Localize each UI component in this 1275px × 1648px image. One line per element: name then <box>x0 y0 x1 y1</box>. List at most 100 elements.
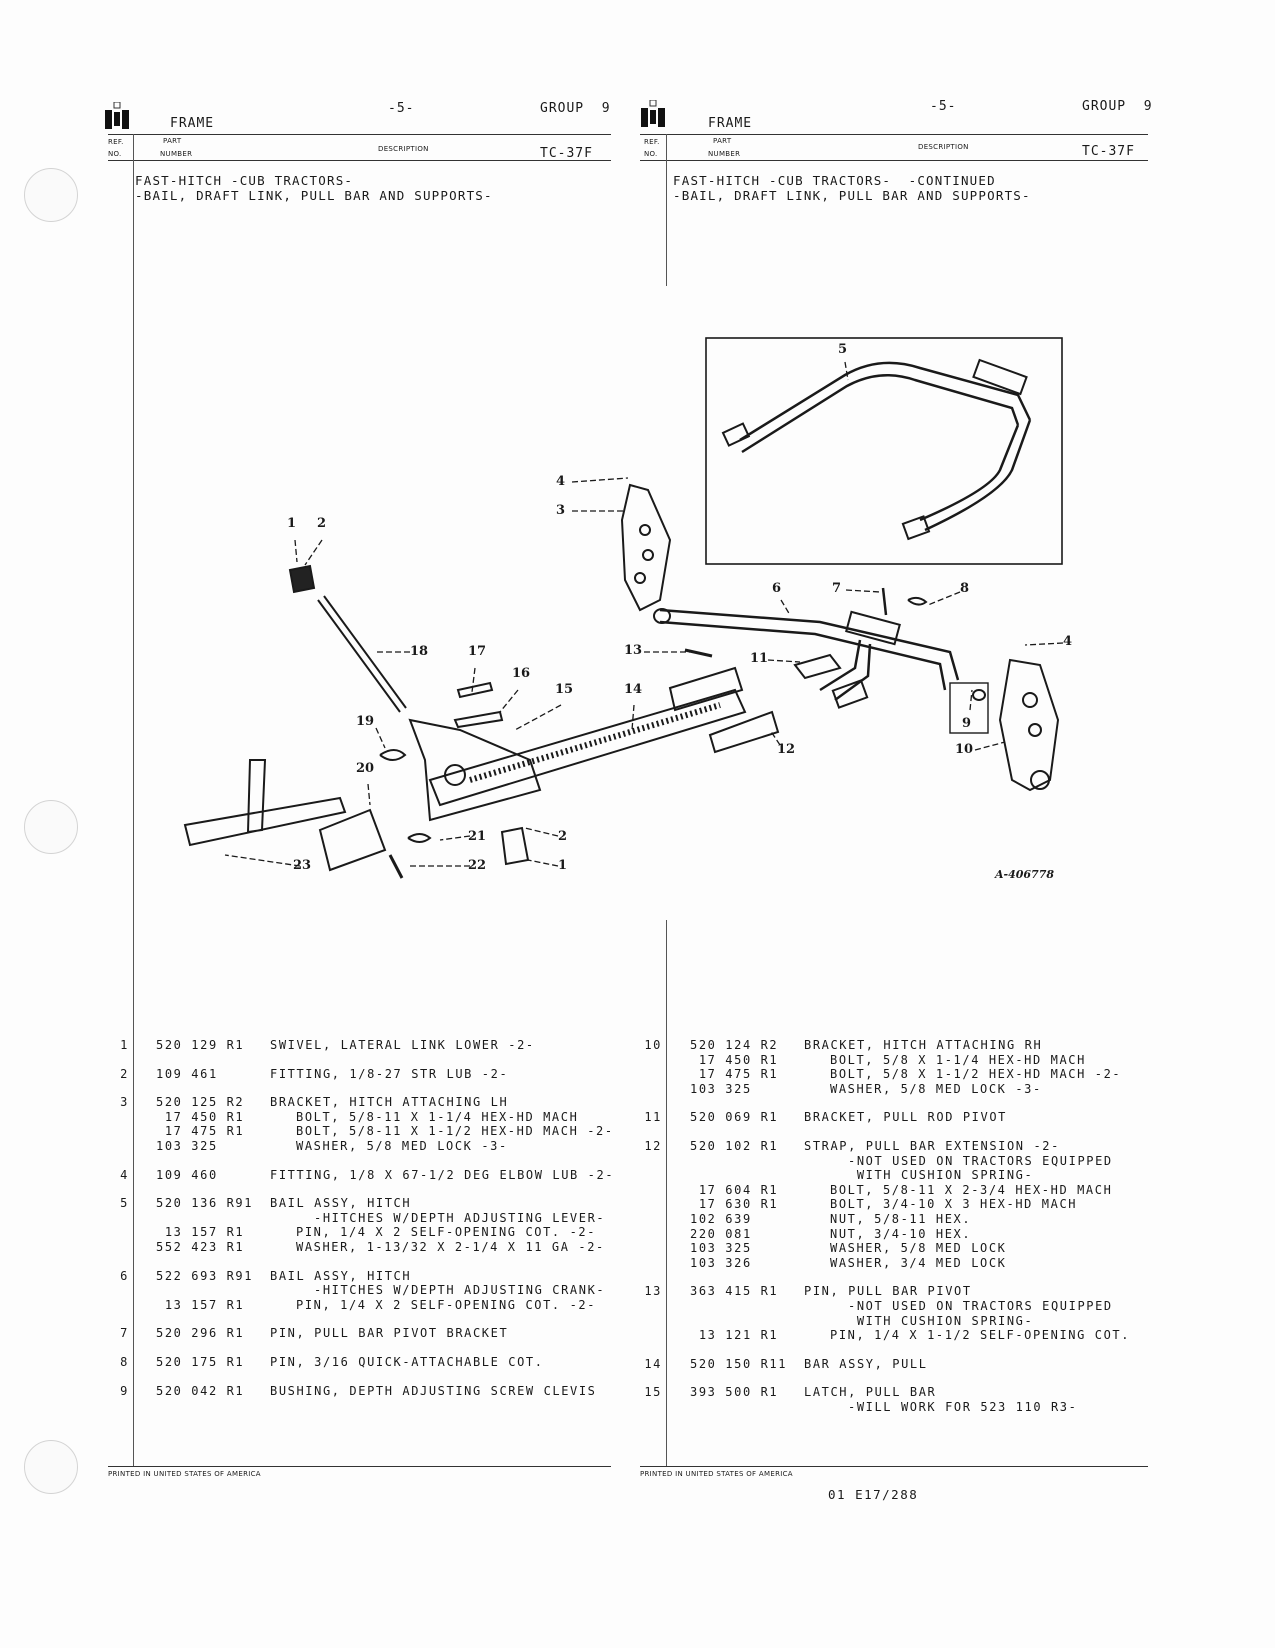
drawbar-23 <box>183 759 347 847</box>
callout-18: 18 <box>410 644 429 659</box>
part-number: 103 326 <box>690 1255 752 1270</box>
parts-line: -NOT USED ON TRACTORS EQUIPPED <box>0 1154 1275 1169</box>
ref-number: 8 <box>120 1354 129 1369</box>
ref-number: 13 <box>644 1284 662 1299</box>
callout-15: 15 <box>555 682 574 697</box>
part-number: 109 460 <box>156 1167 218 1182</box>
document-code: 01 E17/288 <box>828 1487 919 1502</box>
ih-logo-icon <box>641 100 665 127</box>
punch-hole <box>24 800 78 854</box>
callout-16: 16 <box>512 666 531 681</box>
ref-number: 7 <box>120 1326 129 1341</box>
part-description: NUT, 5/8-11 HEX. <box>830 1211 972 1226</box>
callout-11: 11 <box>750 651 769 666</box>
figure-id: A-406778 <box>995 868 1055 881</box>
callout-7: 7 <box>832 581 842 596</box>
part-description: BAIL ASSY, HITCH <box>270 1268 412 1283</box>
part-description: WASHER, 1-13/32 X 2-1/4 X 11 GA -2- <box>296 1239 605 1254</box>
ih-logo-icon <box>105 102 129 129</box>
callout-9: 9 <box>962 716 972 731</box>
part-description: PIN, 1/4 X 2 SELF-OPENING COT. -2- <box>296 1225 597 1240</box>
section-subheading: -BAIL, DRAFT LINK, PULL BAR AND SUPPORTS… <box>673 188 1031 203</box>
parts-line: -HITCHES W/DEPTH ADJUSTING CRANK- <box>0 1283 640 1298</box>
part-description: BRACKET, PULL ROD PIVOT <box>804 1110 1007 1125</box>
part-number: 520 124 R2 <box>690 1038 779 1052</box>
part-description: BRACKET, HITCH ATTACHING LH <box>270 1095 509 1110</box>
bail-assembly-6 <box>659 608 960 702</box>
part-number: 17 604 R1 <box>690 1182 779 1197</box>
bracket-10 <box>998 658 1060 792</box>
part-number: 109 461 <box>156 1066 218 1081</box>
part-description: PIN, PULL BAR PIVOT BRACKET <box>270 1326 509 1341</box>
col-ref-2: NO. <box>108 150 122 158</box>
part-number: 522 693 R91 <box>156 1268 254 1283</box>
callout-1: 1 <box>287 516 297 531</box>
col-ref-2: NO. <box>644 150 658 158</box>
part-description: NUT, 3/4-10 HEX. <box>830 1226 972 1241</box>
part-description: PIN, PULL BAR PIVOT <box>804 1284 972 1299</box>
callout-12: 12 <box>777 742 796 757</box>
catalog-code: TC-37F <box>540 146 593 161</box>
part-description: PIN, 3/16 QUICK-ATTACHABLE COT. <box>270 1354 544 1369</box>
parts-entry: 6 522 693 R91 BAIL ASSY, HITCH-HITCHES W/D… <box>0 1269 640 1313</box>
part-description: BAIL ASSY, HITCH <box>270 1196 412 1211</box>
part-number: 520 102 R1 <box>690 1138 779 1153</box>
part-description: FITTING, 1/8-27 STR LUB -2- <box>270 1066 509 1081</box>
part-number: 103 325 <box>690 1081 752 1096</box>
parts-line: -WILL WORK FOR 523 110 R3- <box>0 1400 1275 1415</box>
part-description: PIN, 1/4 X 2 SELF-OPENING COT. -2- <box>296 1297 597 1312</box>
part-description: BUSHING, DEPTH ADJUSTING SCREW CLEVIS <box>270 1383 597 1398</box>
printed-notice: PRINTED IN UNITED STATES OF AMERICA <box>108 1470 261 1478</box>
ref-number: 5 <box>120 1196 129 1211</box>
part-description: -WILL WORK FOR 523 110 R3- <box>848 1399 1078 1414</box>
col-ref-1: REF. <box>644 138 660 146</box>
section-heading: FAST-HITCH -CUB TRACTORS- <box>135 173 354 188</box>
ref-number: 2 <box>120 1066 129 1081</box>
part-number: 520 042 R1 <box>156 1383 245 1398</box>
parts-line: 2 109 461 FITTING, 1/8-27 STR LUB -2- <box>0 1067 640 1082</box>
part-description: WASHER, 5/8 MED LOCK <box>830 1241 1007 1256</box>
callout-2: 2 <box>558 829 568 844</box>
part-description: WASHER, 3/4 MED LOCK <box>830 1255 1007 1270</box>
ref-number: 14 <box>644 1356 662 1371</box>
callout-23: 23 <box>293 858 312 873</box>
part-description: BOLT, 5/8-11 X 2-3/4 HEX-HD MACH <box>830 1182 1113 1197</box>
callout-6: 6 <box>772 581 782 596</box>
callout-4: 4 <box>556 474 566 489</box>
part-description: SWIVEL, LATERAL LINK LOWER -2- <box>270 1038 535 1052</box>
section-subheading: -BAIL, DRAFT LINK, PULL BAR AND SUPPORTS… <box>135 188 493 203</box>
part-number: 520 136 R91 <box>156 1196 254 1211</box>
part-description: WASHER, 5/8 MED LOCK -3- <box>830 1081 1042 1096</box>
col-part-1: PART <box>713 137 732 145</box>
ref-number: 6 <box>120 1268 129 1283</box>
printed-notice: PRINTED IN UNITED STATES OF AMERICA <box>640 1470 793 1478</box>
part-description: BAR ASSY, PULL <box>804 1356 928 1371</box>
callout-13: 13 <box>624 643 643 658</box>
page-number: -5- <box>930 99 957 114</box>
part-description: PIN, 1/4 X 1-1/2 SELF-OPENING COT. <box>830 1328 1131 1343</box>
parts-line: -HITCHES W/DEPTH ADJUSTING LEVER- <box>0 1211 640 1226</box>
parts-line: WITH CUSHION SPRING- <box>0 1168 1275 1183</box>
part-description: BOLT, 5/8-11 X 1-1/2 HEX-HD MACH -2- <box>296 1124 614 1139</box>
